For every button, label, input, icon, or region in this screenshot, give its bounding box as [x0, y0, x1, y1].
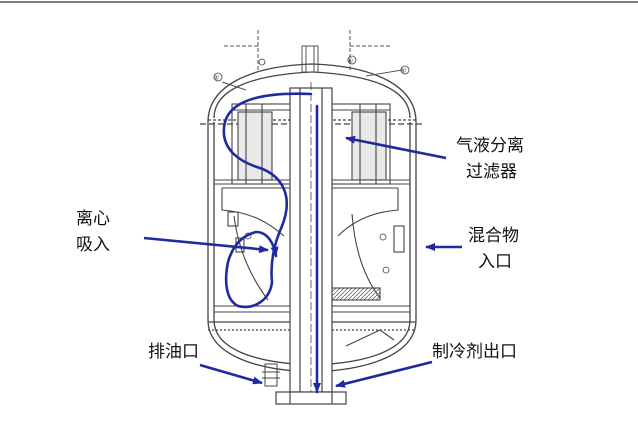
labels: 气液分离 过滤器 离心 吸入 混合物 入口 排油口 制冷剂出口 [76, 136, 524, 362]
mark-2: ② [213, 74, 219, 82]
label-separator-filter-1: 气液分离 [456, 136, 524, 156]
swirl-flow-line [222, 92, 313, 309]
oil-drain-arrow [199, 363, 263, 385]
mark-6: ⑥ [347, 57, 353, 65]
label-refrigerant-outlet: 制冷剂出口 [432, 342, 517, 362]
label-separator-filter-2: 过滤器 [466, 162, 517, 182]
flow-path [222, 92, 321, 394]
separator-filter-arrow [345, 135, 447, 160]
label-oil-drain: 排油口 [148, 342, 199, 362]
label-mixture-inlet-2: 入口 [478, 252, 512, 272]
central-tube [275, 82, 347, 405]
label-centrifugal-2: 吸入 [76, 235, 110, 255]
top-fittings [221, 30, 403, 91]
outlet-arrow [335, 360, 433, 388]
drawing-marks: ② ⑥ ⑤ [213, 55, 410, 274]
callout-arrows [143, 135, 462, 388]
mark-5: ⑤ [400, 67, 406, 75]
label-mixture-inlet-1: 混合物 [468, 226, 519, 246]
label-centrifugal-1: 离心 [76, 209, 110, 229]
centrifugal-arrow [143, 236, 269, 254]
oil-drain-fitting [262, 363, 280, 387]
